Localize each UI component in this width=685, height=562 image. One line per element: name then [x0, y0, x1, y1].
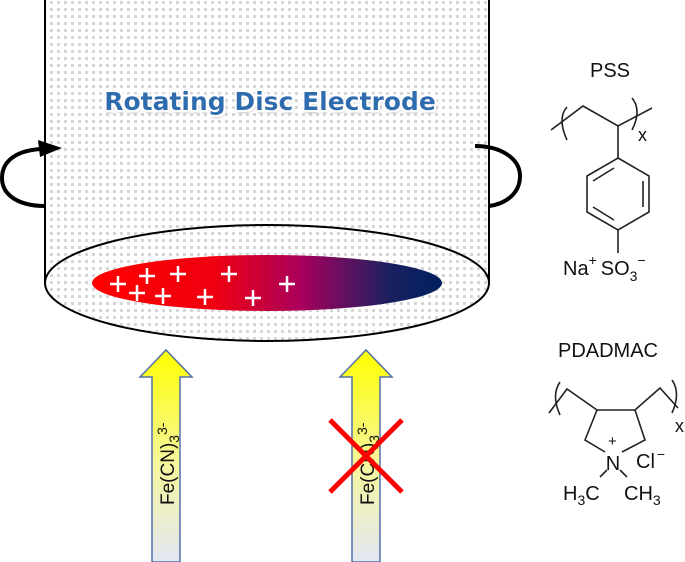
- plus-charge-icon: [155, 288, 171, 304]
- plus-charge-icon: [139, 268, 155, 284]
- rotation-arrow-icon: [0, 140, 523, 208]
- pss-structure: PSS x Na+SO3−: [550, 60, 653, 284]
- svg-text:x: x: [638, 125, 647, 145]
- svg-text:x: x: [675, 416, 684, 436]
- plus-charge-icon: [221, 266, 237, 282]
- plus-charge-icon: [110, 276, 126, 292]
- svg-text:Cl−: Cl−: [636, 446, 665, 473]
- pdadmac-structure: PDADMAC x N + Cl− H3C CH3: [548, 340, 684, 508]
- svg-text:Fe(CN)33-: Fe(CN)33-: [154, 422, 182, 505]
- svg-text:Na+SO3−: Na+SO3−: [563, 252, 646, 284]
- svg-text:CH3: CH3: [624, 483, 661, 508]
- plus-charge-icon: [245, 290, 261, 306]
- plus-charge-icon: [129, 285, 145, 301]
- arrow-label: Fe(CN): [158, 443, 179, 505]
- ferricyanide-arrow-pass: Fe(CN)33-: [138, 348, 194, 562]
- plus-charge-icon: [279, 276, 295, 292]
- diagram-title: Rotating Disc Electrode: [104, 87, 436, 116]
- plus-charge-icon: [170, 266, 186, 282]
- svg-text:+: +: [608, 433, 617, 450]
- positive-charges: [110, 266, 295, 306]
- blocked-cross-icon: [328, 418, 404, 494]
- svg-text:H3C: H3C: [563, 483, 600, 508]
- pdadmac-label: PDADMAC: [558, 340, 658, 362]
- svg-text:N: N: [606, 453, 620, 475]
- plus-charge-icon: [197, 289, 213, 305]
- ferricyanide-arrow-blocked: Fe(CN)33-: [328, 348, 404, 562]
- electrode-charged-surface: [92, 255, 442, 311]
- pss-label: PSS: [590, 60, 630, 82]
